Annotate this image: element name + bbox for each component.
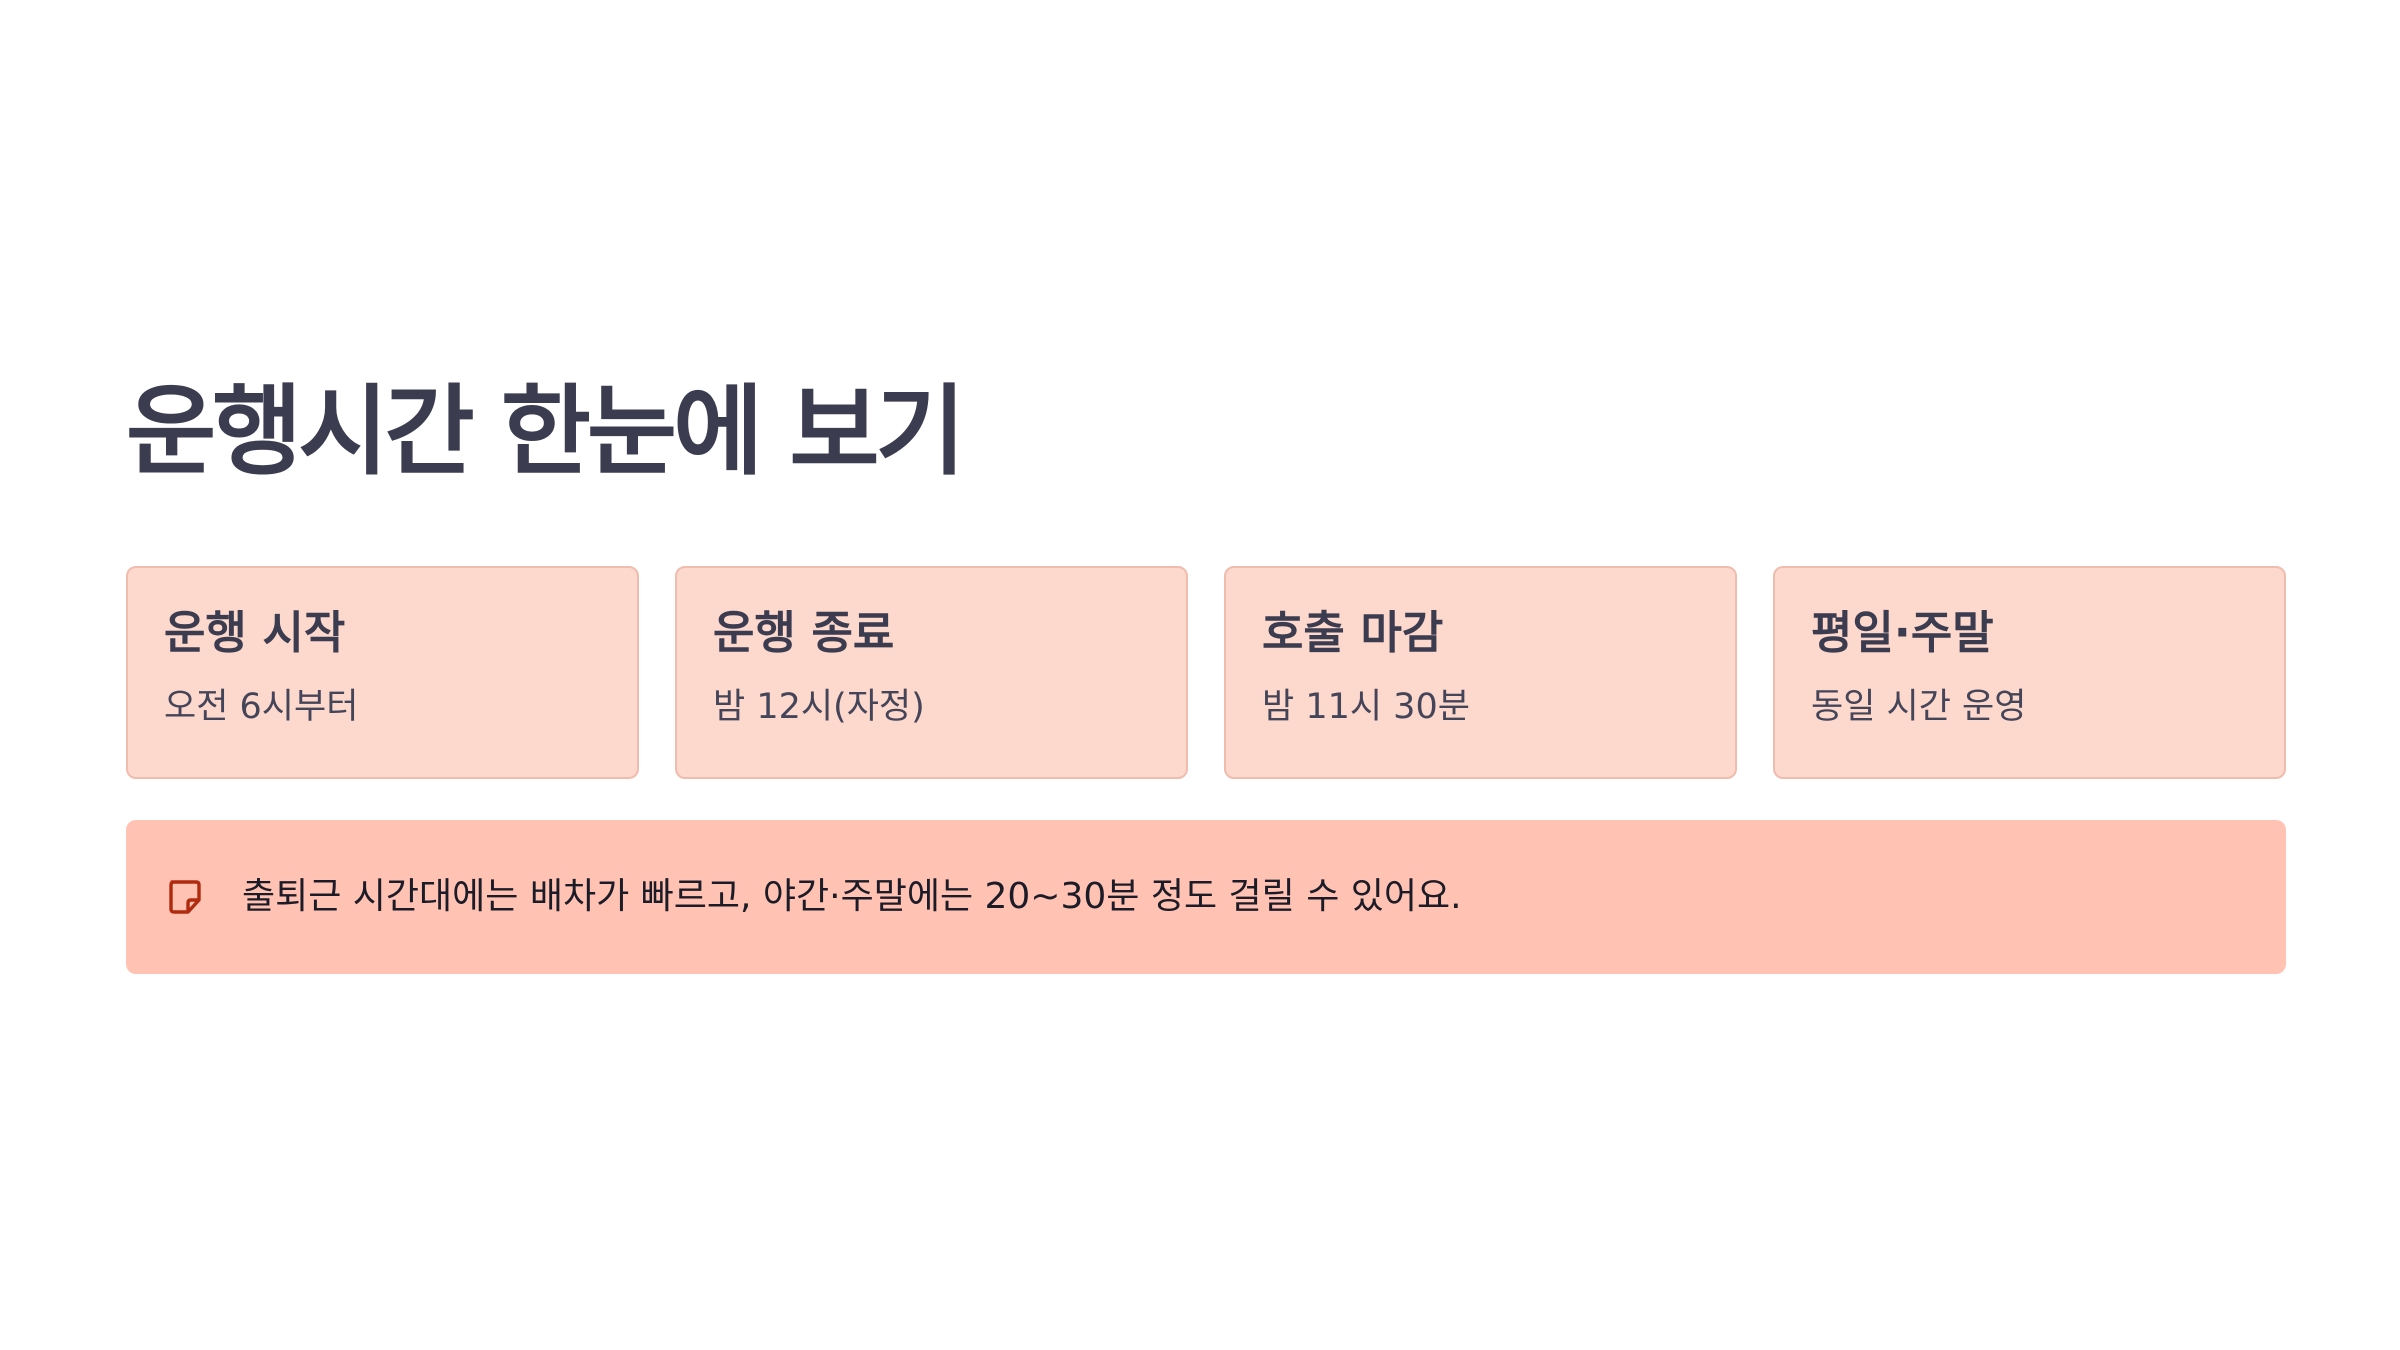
notice-text: 출퇴근 시간대에는 배차가 빠르고, 야간·주말에는 20~30분 정도 걸릴 …: [242, 876, 1462, 917]
card-value: 밤 12시(자정): [713, 687, 925, 727]
card-title: 평일·주말: [1811, 606, 1994, 659]
card-value: 동일 시간 운영: [1811, 687, 2027, 727]
card-operation-end: 운행 종료 밤 12시(자정): [675, 566, 1188, 779]
sticky-note-icon: [168, 879, 202, 915]
card-title: 운행 시작: [164, 606, 346, 659]
card-value: 밤 11시 30분: [1262, 687, 1470, 727]
notice-banner: 출퇴근 시간대에는 배차가 빠르고, 야간·주말에는 20~30분 정도 걸릴 …: [126, 820, 2286, 974]
card-title: 운행 종료: [713, 606, 895, 659]
card-weekday-weekend: 평일·주말 동일 시간 운영: [1773, 566, 2286, 779]
card-title: 호출 마감: [1262, 606, 1444, 659]
info-cards: 운행 시작 오전 6시부터 운행 종료 밤 12시(자정) 호출 마감 밤 11…: [126, 566, 2286, 779]
page-title: 운행시간 한눈에 보기: [126, 375, 966, 489]
card-operation-start: 운행 시작 오전 6시부터: [126, 566, 639, 779]
card-call-deadline: 호출 마감 밤 11시 30분: [1224, 566, 1737, 779]
card-value: 오전 6시부터: [164, 687, 359, 727]
